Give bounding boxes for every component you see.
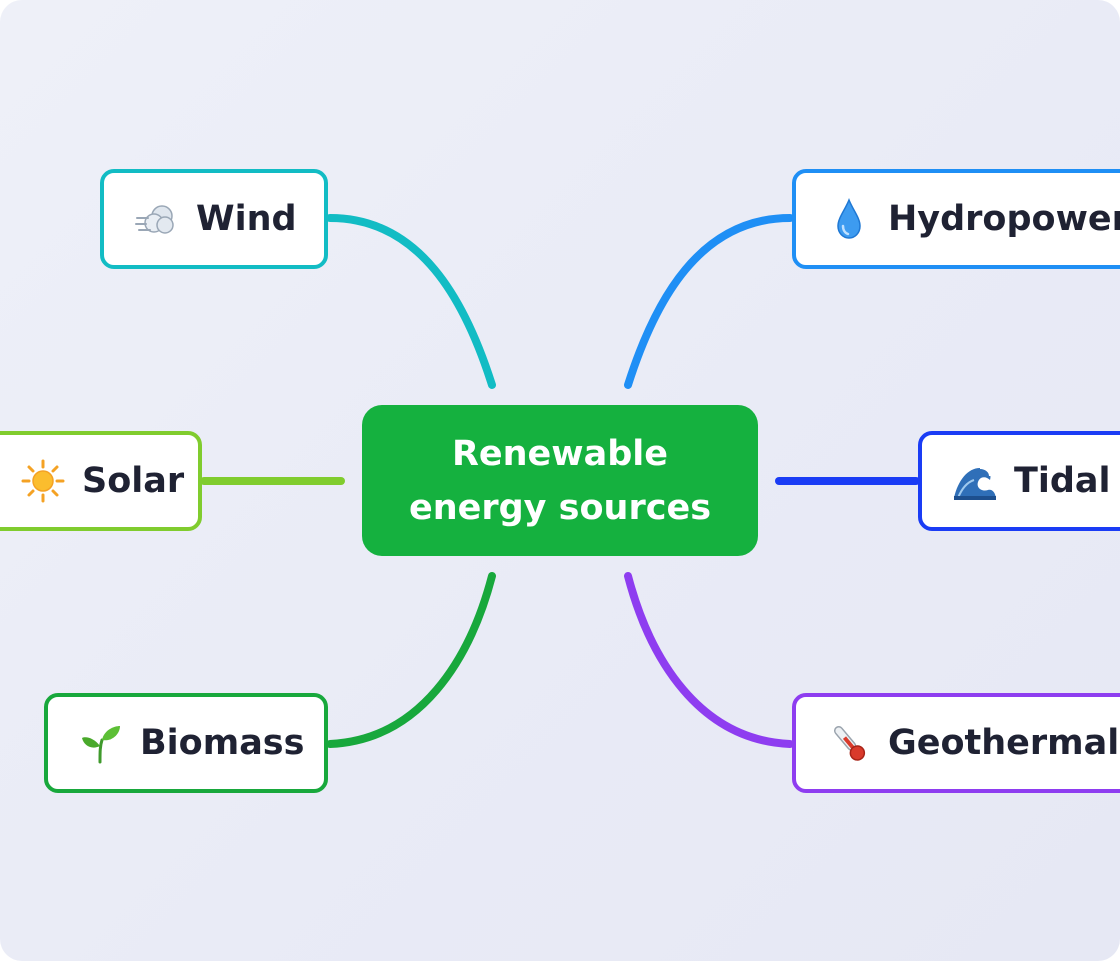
wind-face-icon xyxy=(134,196,180,242)
central-topic-node[interactable]: Renewable energy sources xyxy=(362,405,758,556)
central-topic-line-2: energy sources xyxy=(408,487,712,528)
branch-node-solar[interactable]: Solar xyxy=(0,431,202,531)
connector-wind xyxy=(326,214,496,389)
droplet-icon xyxy=(826,196,872,242)
branch-node-hydropower[interactable]: Hydropower xyxy=(792,169,1120,269)
connector-hydro xyxy=(624,214,794,389)
branch-node-tidal[interactable]: Tidal xyxy=(918,431,1120,531)
branch-node-geothermal[interactable]: Geothermal xyxy=(792,693,1120,793)
connector-biomass xyxy=(326,572,496,748)
branch-label-solar: Solar xyxy=(82,461,185,501)
branch-label-geothermal: Geothermal xyxy=(888,723,1120,763)
central-topic-line-1: Renewable xyxy=(451,433,669,474)
thermometer-icon xyxy=(826,720,872,766)
wave-icon xyxy=(952,458,998,504)
branch-label-tidal: Tidal xyxy=(1014,461,1111,501)
branch-label-biomass: Biomass xyxy=(140,723,305,763)
seedling-icon xyxy=(78,720,124,766)
branch-label-hydropower: Hydropower xyxy=(888,199,1120,239)
branch-node-wind[interactable]: Wind xyxy=(100,169,328,269)
branch-node-biomass[interactable]: Biomass xyxy=(44,693,328,793)
connector-geothermal xyxy=(624,572,794,748)
branch-label-wind: Wind xyxy=(196,199,297,239)
sun-icon xyxy=(20,458,66,504)
